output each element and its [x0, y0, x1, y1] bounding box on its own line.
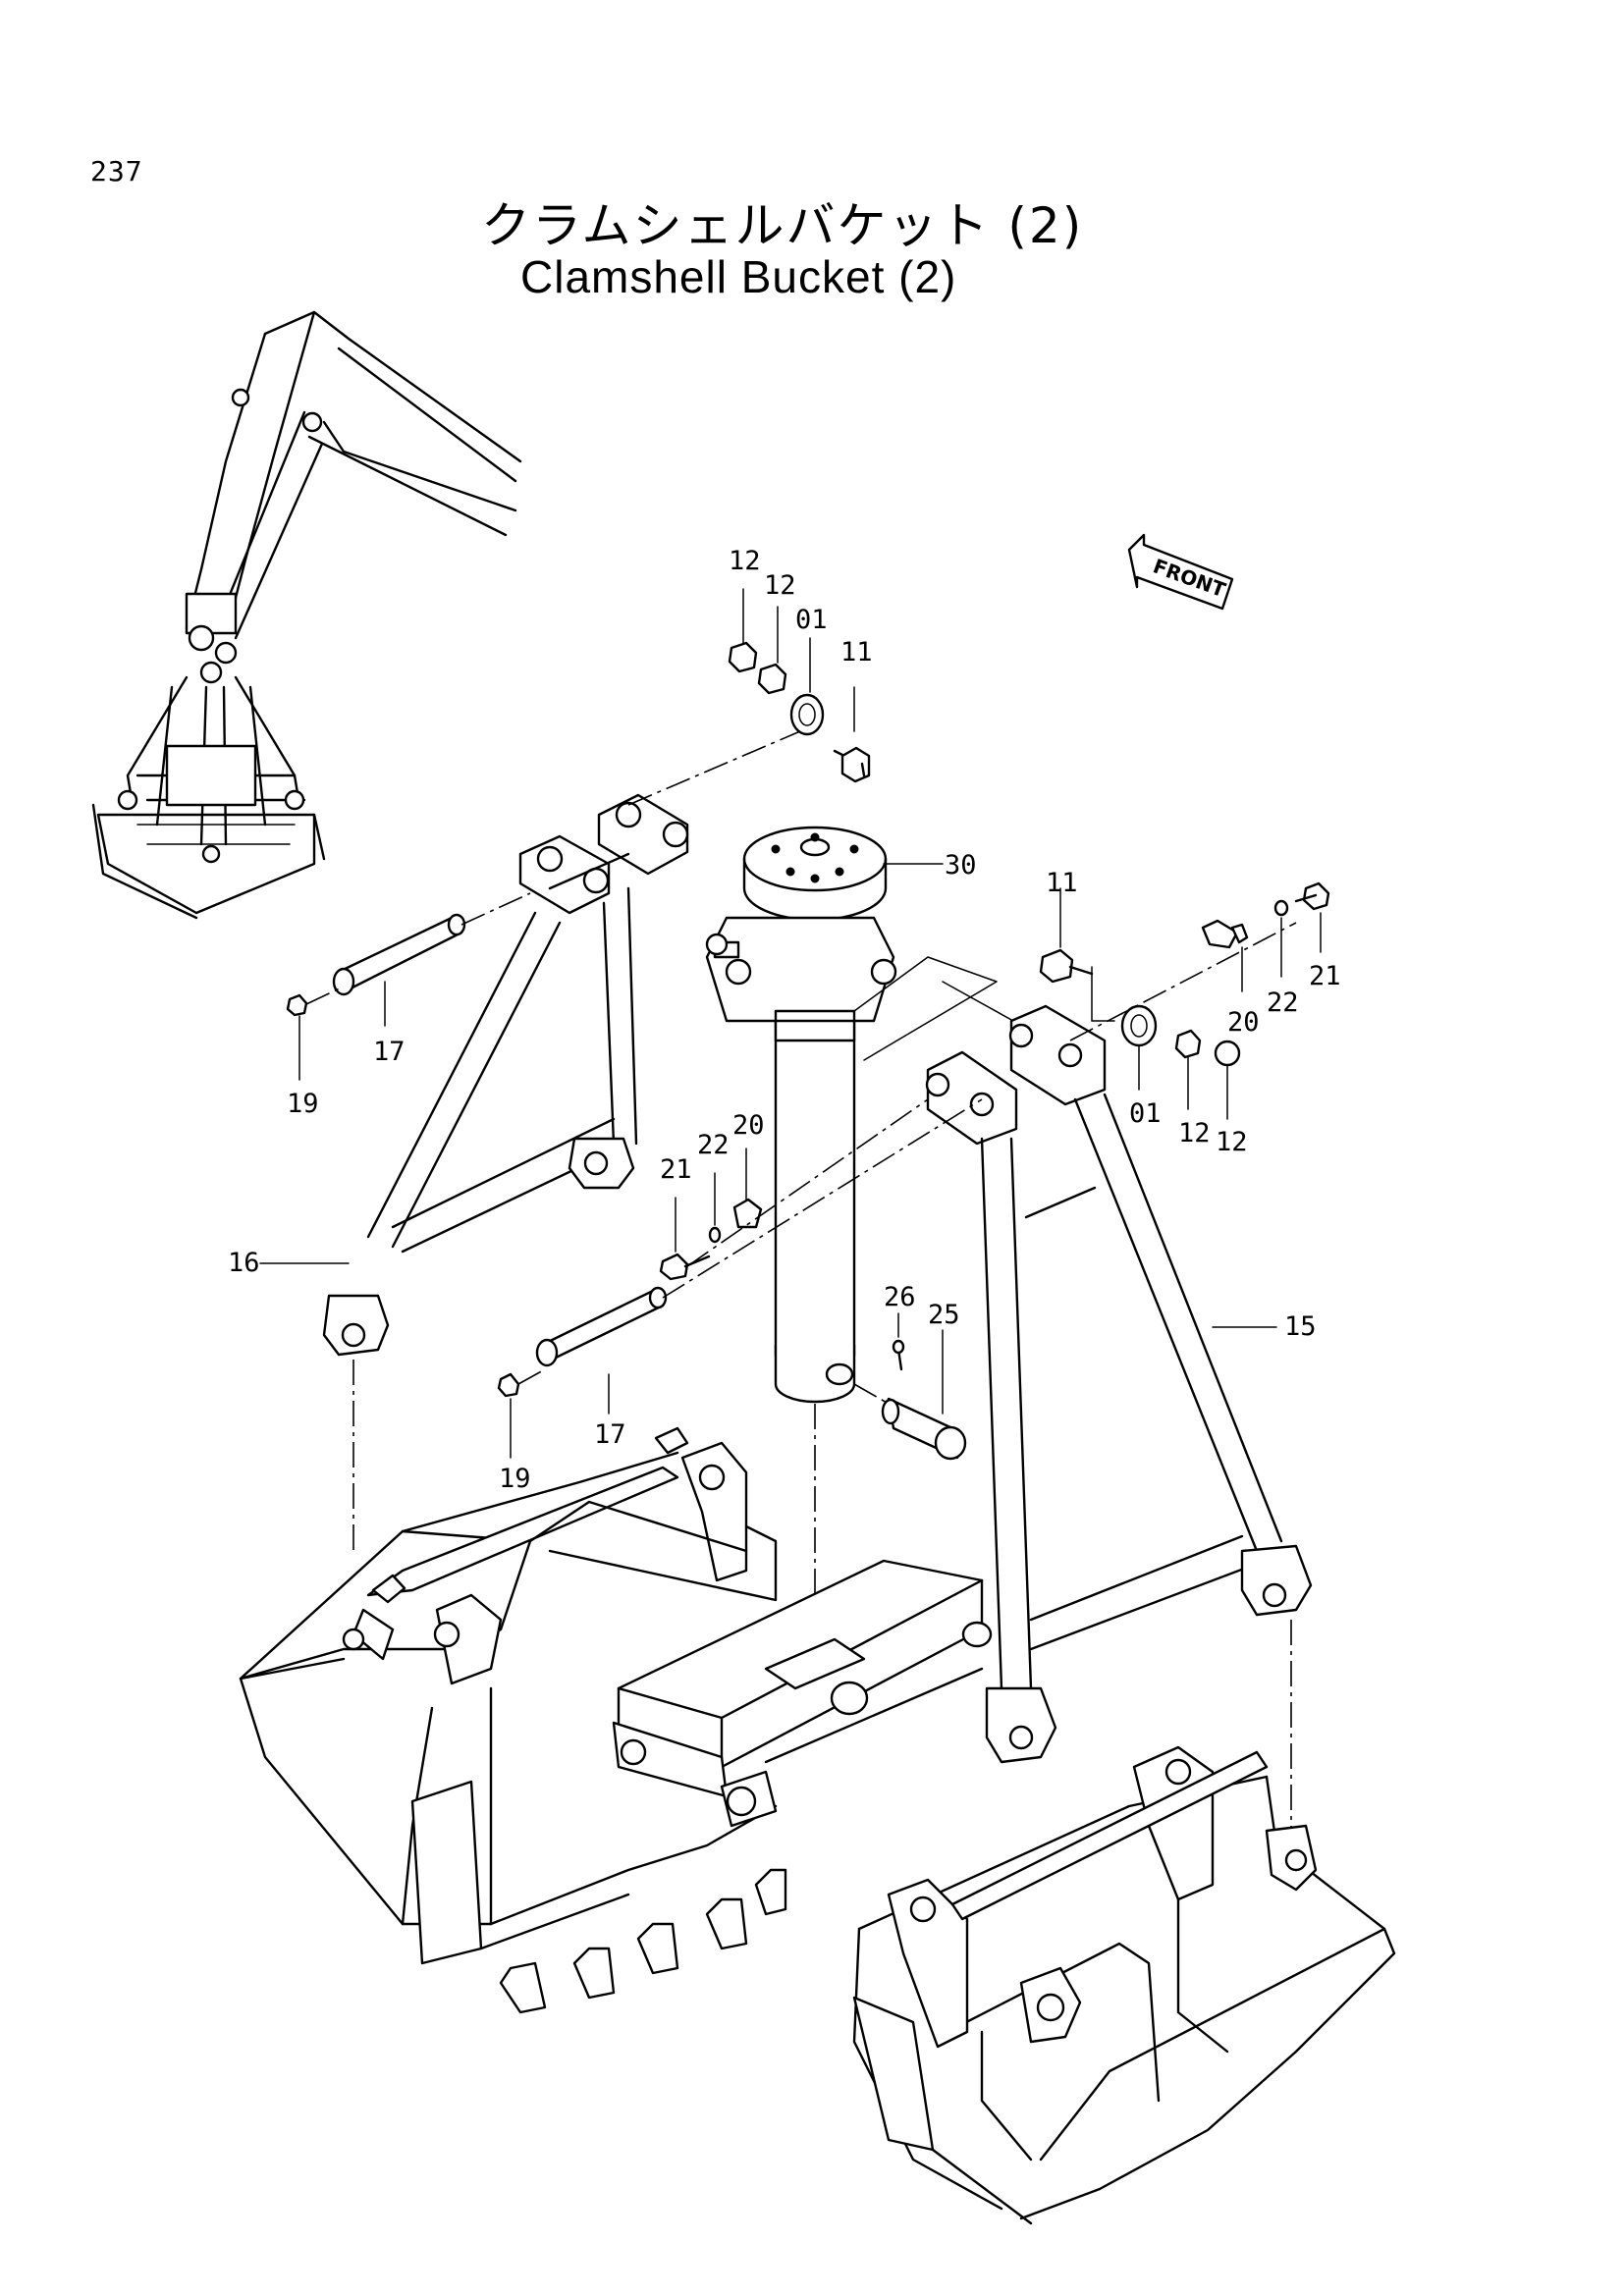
a-frame-16 [322, 793, 689, 1357]
page-number: 237 [90, 155, 143, 187]
label-16: 16 [228, 1248, 260, 1278]
label-25: 25 [928, 1300, 960, 1330]
label-17-a: 17 [373, 1037, 406, 1067]
label-11-a: 11 [840, 637, 873, 667]
label-01-b: 01 [1129, 1098, 1162, 1129]
cylinder-head-30 [742, 826, 944, 922]
label-20-a: 20 [1227, 1007, 1260, 1038]
excavator-boom-inset [91, 310, 522, 920]
label-26: 26 [884, 1282, 916, 1312]
crosshead-frame [612, 1559, 993, 1828]
hardware-top-center [728, 588, 871, 783]
assembly-center-lines [305, 730, 1297, 1845]
part-labels: 12 12 01 11 30 11 01 12 12 20 22 21 17 1… [228, 546, 1341, 1494]
label-30: 30 [945, 850, 977, 881]
title-english: Clamshell Bucket (2) [520, 251, 957, 302]
hardware-right [1039, 881, 1330, 1120]
label-22-b: 22 [697, 1130, 730, 1160]
label-12-d: 12 [1216, 1127, 1248, 1157]
pins-and-hardware-middle [286, 913, 967, 1461]
label-22-a: 22 [1267, 988, 1299, 1018]
label-21-a: 21 [1309, 961, 1341, 991]
label-21-b: 21 [660, 1154, 692, 1185]
front-arrow: FRONT [1127, 533, 1234, 611]
hydraulic-cylinder [705, 916, 1032, 1404]
label-19-b: 19 [499, 1464, 531, 1494]
label-12-b: 12 [764, 570, 796, 601]
label-12-a: 12 [729, 546, 761, 576]
label-20-b: 20 [732, 1110, 765, 1141]
bucket-left [239, 1426, 787, 2014]
label-15: 15 [1284, 1311, 1317, 1342]
label-11-b: 11 [1046, 868, 1078, 898]
title-japanese: クラムシェルバケット (2) [481, 197, 1084, 254]
label-19-a: 19 [287, 1089, 319, 1119]
bucket-right [852, 1745, 1396, 2225]
label-17-b: 17 [594, 1419, 626, 1450]
a-frame-15 [925, 1004, 1313, 1764]
label-01-a: 01 [795, 605, 828, 635]
label-12-c: 12 [1178, 1118, 1211, 1148]
